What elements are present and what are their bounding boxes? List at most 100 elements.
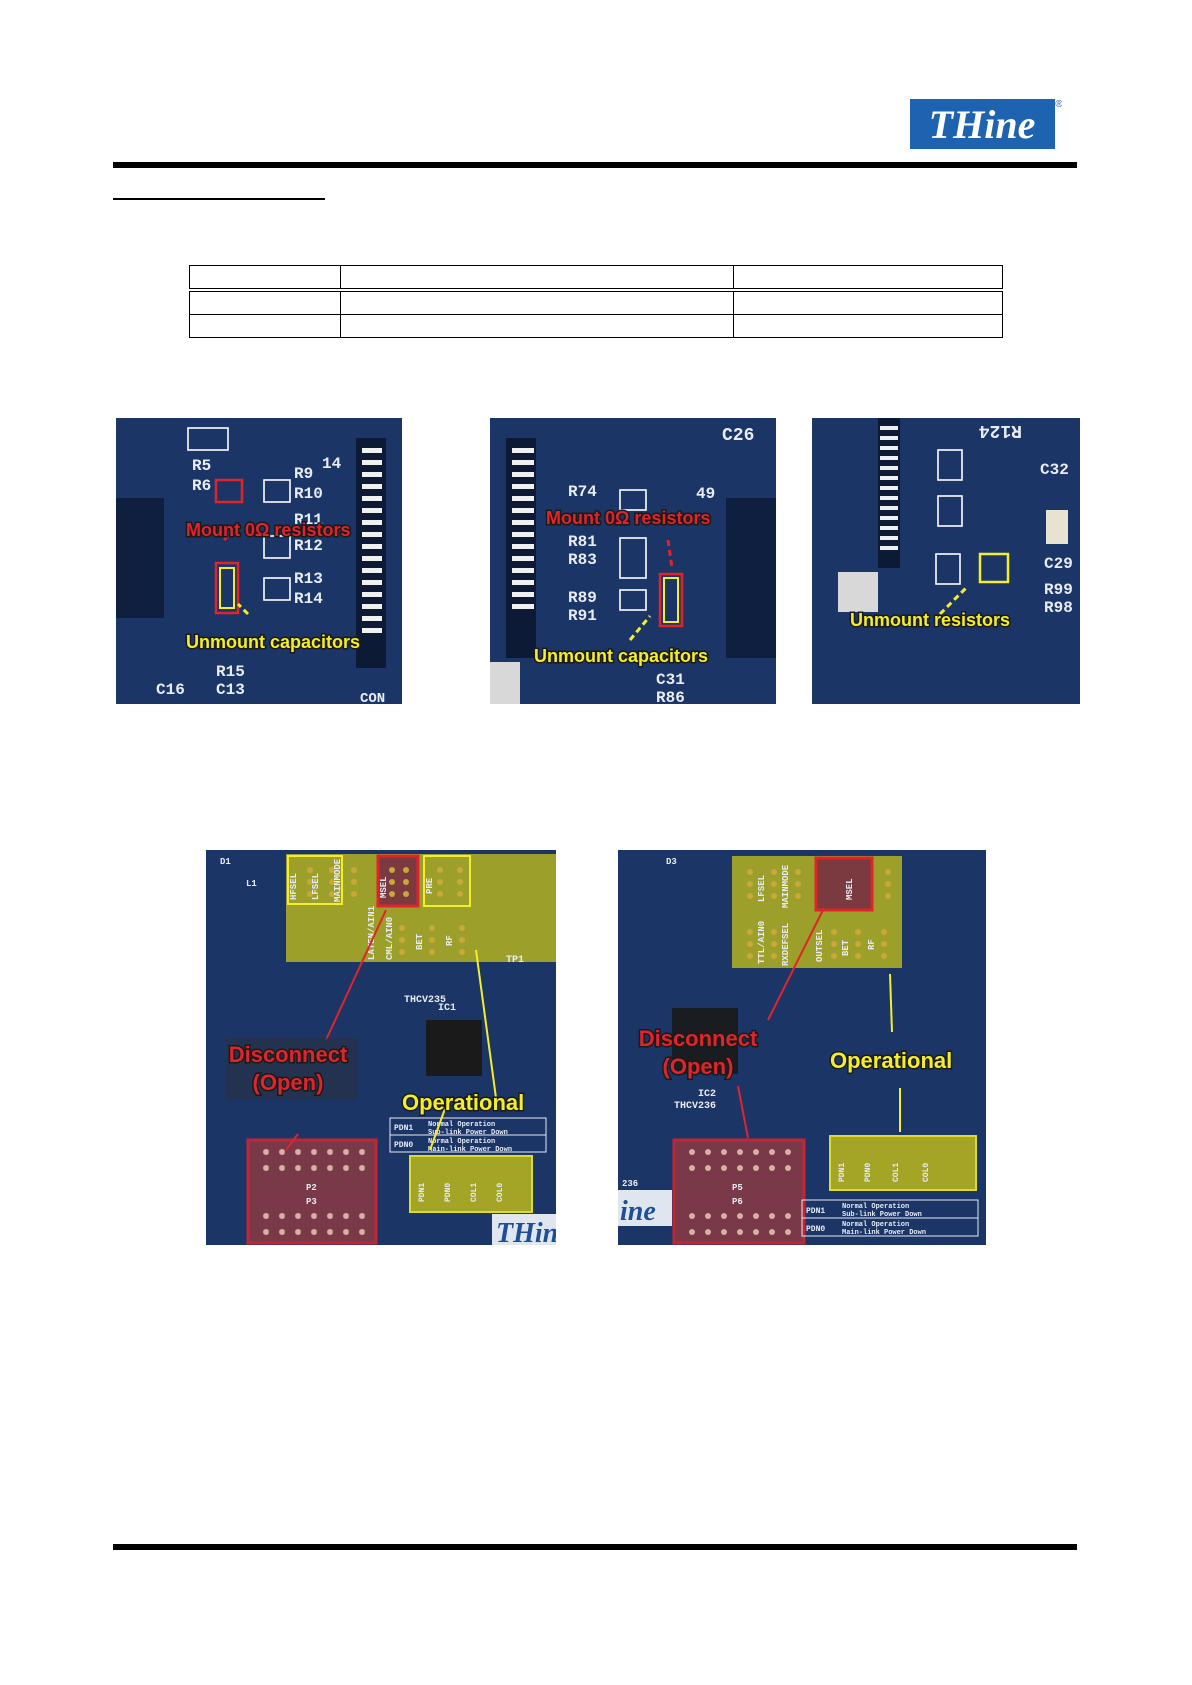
disconnect-area <box>672 1138 806 1245</box>
table-cell <box>340 289 734 315</box>
svg-text:COL1: COL1 <box>892 1163 901 1182</box>
svg-text:LFSEL: LFSEL <box>757 875 767 902</box>
svg-text:C26: C26 <box>722 426 754 446</box>
svg-text:R86: R86 <box>656 689 685 704</box>
svg-text:PDN0: PDN0 <box>806 1225 825 1234</box>
svg-text:THCV236: THCV236 <box>674 1101 716 1112</box>
svg-text:Sub-link Power Down: Sub-link Power Down <box>428 1129 508 1137</box>
disconnect-jumper-msel <box>376 854 420 908</box>
callout-open: (Open) <box>663 1054 734 1079</box>
svg-text:R15: R15 <box>216 663 245 681</box>
table-cell <box>733 265 1003 292</box>
svg-text:Sub-link Power Down: Sub-link Power Down <box>842 1211 922 1219</box>
callout-operational: Operational <box>830 1048 952 1073</box>
table-row <box>189 289 1003 315</box>
svg-text:Normal Operation: Normal Operation <box>842 1221 909 1229</box>
callout-disconnect: Disconnect <box>639 1026 758 1051</box>
svg-text:R5: R5 <box>192 457 211 475</box>
svg-text:PDN0: PDN0 <box>394 1141 413 1150</box>
svg-text:Normal Operation: Normal Operation <box>842 1203 909 1211</box>
svg-text:COL0: COL0 <box>496 1183 505 1202</box>
pcb-photo-resistor-mount-a: R5 R6 R9 R10 R11 R12 R13 R14 R15 C13 C16… <box>116 418 402 704</box>
svg-text:RF: RF <box>867 939 877 950</box>
svg-text:R13: R13 <box>294 570 323 588</box>
svg-text:R124: R124 <box>979 420 1022 440</box>
svg-text:PDN1: PDN1 <box>418 1183 427 1202</box>
table-cell <box>189 289 341 315</box>
svg-text:R6: R6 <box>192 477 211 495</box>
svg-text:P6: P6 <box>732 1197 743 1207</box>
svg-text:CON: CON <box>360 691 385 704</box>
svg-text:236: 236 <box>622 1179 638 1189</box>
unmount-capacitor-highlight <box>663 577 679 623</box>
logo-background <box>910 99 1055 149</box>
pcb-photo-receiver-board: LFSEL MAINMODE MSEL TTL/AIN0 RXDEFSEL OU… <box>618 850 986 1245</box>
svg-text:RXDEFSEL: RXDEFSEL <box>781 923 791 966</box>
unmount-resistor-highlight <box>978 552 1010 584</box>
svg-text:P5: P5 <box>732 1183 743 1193</box>
svg-text:TP1: TP1 <box>506 955 524 966</box>
svg-text:L1: L1 <box>246 879 257 889</box>
svg-text:R12: R12 <box>294 537 323 555</box>
disconnect-area <box>246 1138 378 1245</box>
mount-resistor-highlight <box>214 478 244 504</box>
svg-text:R74: R74 <box>568 483 597 501</box>
svg-text:CML/AIN0: CML/AIN0 <box>385 917 395 960</box>
svg-text:P3: P3 <box>306 1197 317 1207</box>
svg-text:MAINMODE: MAINMODE <box>781 864 791 908</box>
mount-resistor-highlight <box>658 572 684 628</box>
logo-text: THine <box>929 102 1036 147</box>
svg-text:C32: C32 <box>1040 461 1069 479</box>
svg-text:49: 49 <box>696 485 715 503</box>
operational-area <box>409 1155 533 1213</box>
svg-text:C31: C31 <box>656 671 685 689</box>
svg-text:C13: C13 <box>216 681 245 699</box>
svg-text:P2: P2 <box>306 1183 317 1193</box>
table-cell <box>189 314 341 338</box>
callout-open: (Open) <box>253 1070 324 1095</box>
svg-text:D1: D1 <box>220 857 231 867</box>
disconnect-jumper-msel <box>814 856 874 912</box>
ic-chip <box>672 1008 738 1074</box>
callout-mount-resistors: Mount 0Ω resistors <box>186 520 350 540</box>
svg-text:R9: R9 <box>294 465 313 483</box>
svg-text:Normal Operation: Normal Operation <box>428 1138 495 1146</box>
svg-text:THCV235: THCV235 <box>404 995 446 1006</box>
thine-logo: THine ® <box>910 97 1063 151</box>
svg-text:14: 14 <box>322 455 342 473</box>
section-title-underline <box>113 198 325 200</box>
svg-text:C29: C29 <box>1044 555 1073 573</box>
svg-text:R89: R89 <box>568 589 597 607</box>
svg-text:MSEL: MSEL <box>379 876 389 898</box>
svg-text:HFSEL: HFSEL <box>289 873 299 900</box>
svg-text:R83: R83 <box>568 551 597 569</box>
svg-text:IC2: IC2 <box>698 1089 716 1100</box>
svg-text:PRE: PRE <box>425 877 435 894</box>
svg-text:R81: R81 <box>568 533 597 551</box>
svg-text:R10: R10 <box>294 485 323 503</box>
unmount-capacitor-highlight <box>219 567 235 609</box>
registered-mark: ® <box>1055 99 1062 110</box>
board-brand: ine <box>620 1196 656 1227</box>
svg-text:PDN1: PDN1 <box>838 1163 847 1182</box>
header-rule <box>113 162 1077 168</box>
table-cell <box>733 314 1003 338</box>
svg-text:LFSEL: LFSEL <box>311 873 321 900</box>
svg-text:LATEN/AIN1: LATEN/AIN1 <box>367 905 377 960</box>
power-down-legend: PDN1 Normal Operation Sub-link Power Dow… <box>389 1117 547 1154</box>
operational-area <box>829 1135 977 1191</box>
svg-text:R98: R98 <box>1044 599 1073 617</box>
ic-chip <box>426 1020 482 1076</box>
svg-text:R91: R91 <box>568 607 597 625</box>
callout-disconnect: Disconnect <box>229 1042 348 1067</box>
pcb-photo-resistor-mount-b: C26 49 R74 R81 R83 R89 R91 C31 R86 Mount… <box>490 418 776 704</box>
mount-resistor-highlight <box>214 561 240 615</box>
table-row <box>189 314 1003 338</box>
table-cell <box>189 265 341 292</box>
svg-text:BET: BET <box>415 933 425 950</box>
svg-text:Normal Operation: Normal Operation <box>428 1121 495 1129</box>
svg-text:R99: R99 <box>1044 581 1073 599</box>
svg-text:Main-link Power Down: Main-link Power Down <box>842 1229 926 1237</box>
svg-text:MSEL: MSEL <box>845 878 855 900</box>
svg-text:IC1: IC1 <box>438 1003 456 1014</box>
